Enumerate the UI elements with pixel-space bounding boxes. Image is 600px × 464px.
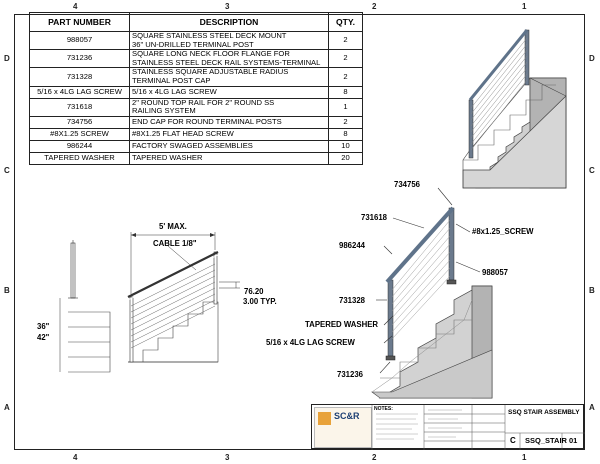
bom-qty: 20 [328,151,363,165]
logo-mark-icon [318,412,331,425]
iso-view-small [462,29,567,189]
zone-top-3: 3 [225,2,230,11]
zone-bottom-1: 1 [522,453,527,462]
bill-of-materials-table: PART NUMBER DESCRIPTION QTY. 988057 SQUA… [29,12,363,165]
zone-right-b: B [589,286,595,295]
drawing-title: SSQ STAIR ASSEMBLY [508,409,580,416]
zone-right-a: A [589,403,595,412]
bom-qty: 1 [328,97,363,117]
bom-desc-line: STAINLESS SQUARE ADJUSTABLE RADIUS [132,67,289,77]
bom-desc-line: TERMINAL POST CAP [132,75,211,85]
callout-lag-screw: 5/16 x 4LG LAG SCREW [266,338,355,347]
bom-part-number: TAPERED WASHER [29,151,130,165]
zone-bottom-3: 3 [225,453,230,462]
post [468,99,474,159]
dimension-height-42: 42" [37,333,50,342]
post [213,251,218,305]
zone-top-4: 4 [73,2,78,11]
callout-734756: 734756 [394,180,421,189]
bom-desc-line: SQUARE LONG NECK FLOOR FLANGE FOR [132,49,290,59]
zone-bottom-4: 4 [73,453,78,462]
table-row: 731328 STAINLESS SQUARE ADJUSTABLE RADIU… [29,67,363,87]
callout-731618: 731618 [361,213,388,222]
side-elevation [59,240,111,373]
dimension-height-36: 36" [37,322,50,331]
front-elevation [127,232,240,363]
callout-tapered-washer: TAPERED WASHER [305,320,379,329]
callout-731236: 731236 [337,370,364,379]
bom-desc-line: SQUARE STAINLESS STEEL DECK MOUNT [132,31,287,40]
zone-left-a: A [4,403,10,412]
bom-desc-line: 2" ROUND TOP RAIL FOR 2" ROUND SS [132,97,275,107]
bom-header-qty: QTY. [328,12,363,32]
zone-right-c: C [589,166,595,175]
zone-left-d: D [4,54,10,63]
iso-view-large [371,187,493,399]
dimension-spacing-in: 3.00 TYP. [243,297,277,306]
zone-right-d: D [589,54,595,63]
bom-desc-line: 36" UN-DRILLED TERMINAL POST [132,39,254,49]
dimension-spacing-mm: 76.20 [244,287,264,296]
sheet-size: C [510,436,516,445]
table-row: 5/16 x 4LG LAG SCREW 5/16 x 4LG LAG SCRE… [29,85,363,99]
callout-986244: 986244 [339,241,366,250]
table-row: 731618 2" ROUND TOP RAIL FOR 2" ROUND SS… [29,97,363,117]
top-rail [468,29,529,101]
bom-description: TAPERED WASHER [129,151,329,165]
notes-heading: NOTES: [374,406,393,412]
zone-left-c: C [4,166,10,175]
dimension-max-length: 5' MAX. [159,222,187,231]
bom-qty: 2 [328,67,363,87]
dimension-cable: CABLE 1/8" [153,239,197,248]
title-block-grid [371,405,585,450]
top-rail [127,251,219,298]
zone-top-2: 2 [372,2,377,11]
company-logo: SC&R [314,407,372,448]
bom-qty: 8 [328,85,363,99]
zone-top-1: 1 [522,2,527,11]
zone-bottom-2: 2 [372,453,377,462]
top-rail [385,206,455,284]
zone-left-b: B [4,286,10,295]
table-row: #8X1.25 SCREW #8X1.25 FLAT HEAD SCREW 8 [29,127,363,141]
bom-desc-line: STAINLESS STEEL DECK RAIL SYSTEMS-TERMIN… [132,57,321,67]
bom-desc-line: RAILING SYSTEM [132,106,196,116]
table-row: TAPERED WASHER TAPERED WASHER 20 [29,151,363,165]
table-row: 731236 SQUARE LONG NECK FLOOR FLANGE FOR… [29,49,363,69]
callout-731328: 731328 [339,296,366,305]
bom-header-row: PART NUMBER DESCRIPTION QTY. [29,12,363,32]
company-name: SC&R [334,411,360,421]
revision-number: 01 [569,436,578,445]
drawing-number: SSQ_STAIR [525,436,567,445]
callout-988057: 988057 [482,268,509,277]
bom-qty: 2 [328,49,363,69]
title-block: SC&R NOTES: [311,404,585,450]
callout-flat-head-screw: #8x1.25_SCREW [472,227,534,236]
